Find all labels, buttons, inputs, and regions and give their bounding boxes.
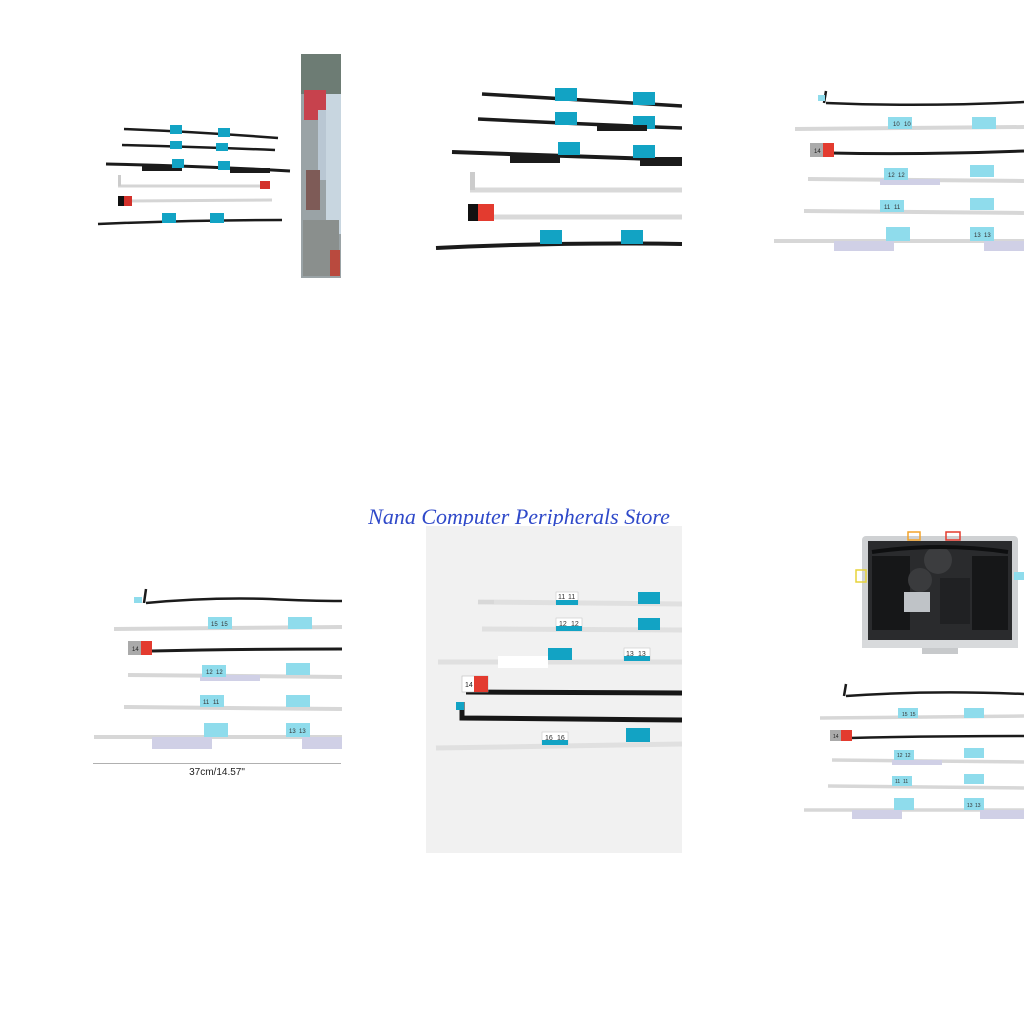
strip-label: 11 bbox=[203, 700, 210, 706]
product-photo-3: 10 10 14 12 12 11 11 13 13 bbox=[770, 85, 1024, 260]
product-photo-4: 15 15 14 12 12 11 11 13 13 bbox=[90, 585, 342, 760]
adhesive-strip-set: 15 15 14 12 12 11 11 13 13 bbox=[804, 683, 1024, 819]
strip-label: 12 bbox=[905, 753, 911, 759]
strip-label: 11 bbox=[894, 205, 901, 211]
strip-label: 12 bbox=[206, 670, 213, 676]
strip-label: 13 bbox=[974, 233, 981, 239]
strip-label: 14 bbox=[833, 734, 839, 740]
strip-label: 12 bbox=[888, 173, 895, 179]
strip-label: 11 bbox=[568, 594, 575, 601]
strip-label: 11 bbox=[213, 700, 220, 706]
strip-label: 14 bbox=[814, 149, 821, 155]
strip-label: 12 bbox=[559, 621, 567, 628]
strip-label: 11 bbox=[884, 205, 891, 211]
strip-label: 10 bbox=[904, 122, 911, 128]
product-photo-1 bbox=[90, 50, 350, 285]
strip-label: 16 bbox=[545, 735, 553, 742]
strip-label: 11 bbox=[558, 594, 565, 601]
adhesive-strip-set: 10 10 14 12 12 11 11 13 13 bbox=[774, 90, 1024, 251]
strip-label: 13 bbox=[289, 729, 296, 735]
measurement-rule bbox=[93, 763, 341, 764]
adhesive-strip-set: 15 15 14 12 12 11 11 13 13 bbox=[94, 588, 342, 749]
strip-label: 11 bbox=[895, 779, 900, 785]
strip-label: 15 bbox=[910, 712, 916, 718]
strip-label: 12 bbox=[897, 753, 903, 759]
strip-label: 14 bbox=[132, 647, 139, 653]
strip-label: 13 bbox=[975, 803, 981, 809]
strip-label: 14 bbox=[465, 682, 473, 689]
measurement-label: 37cm/14.57" bbox=[189, 767, 245, 778]
strip-label: 13 bbox=[984, 233, 991, 239]
strip-label: 12 bbox=[216, 670, 223, 676]
adhesive-strip-set bbox=[97, 125, 291, 226]
strip-label: 15 bbox=[221, 622, 228, 628]
product-photo-2 bbox=[430, 80, 682, 260]
package-photo bbox=[301, 54, 341, 278]
strip-label: 13 bbox=[626, 651, 634, 658]
strip-label: 12 bbox=[571, 621, 579, 628]
strip-label: 15 bbox=[902, 712, 908, 718]
strip-label: 10 bbox=[893, 122, 900, 128]
strip-label: 16 bbox=[557, 735, 565, 742]
imac-internals-photo bbox=[855, 531, 1024, 654]
strip-label: 15 bbox=[211, 622, 218, 628]
strip-label: 13 bbox=[299, 729, 306, 735]
store-name: Nana Computer Peripherals Store bbox=[368, 504, 670, 529]
strip-label: 13 bbox=[638, 651, 646, 658]
adhesive-strip-set bbox=[435, 88, 682, 250]
product-photo-6: 15 15 14 12 12 11 11 13 13 bbox=[800, 528, 1024, 824]
product-photo-main: 11 11 12 12 13 13 14 16 bbox=[426, 526, 682, 853]
adhesive-strip-set: 11 11 12 12 13 13 14 16 bbox=[435, 591, 682, 751]
length-measurement: 37cm/14.57" bbox=[93, 762, 341, 782]
strip-label: 13 bbox=[967, 803, 973, 809]
strip-label: 12 bbox=[898, 173, 905, 179]
strip-label: 11 bbox=[903, 779, 908, 785]
